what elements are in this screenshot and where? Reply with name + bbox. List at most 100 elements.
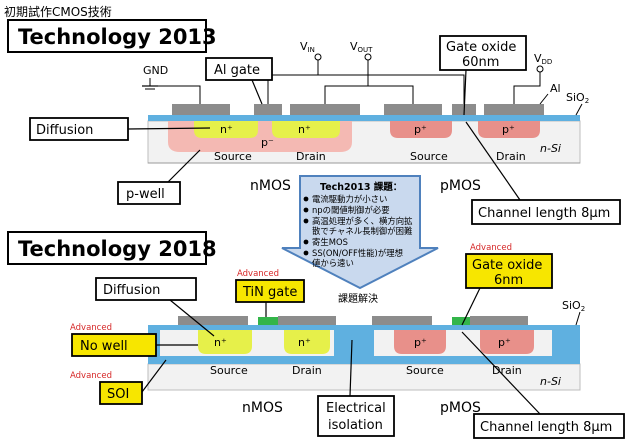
tech2013-p-plus-source [390,121,452,138]
tech2018-well-advanced: Advanced [70,323,112,333]
tech2013-vdd-label: VDD [534,52,552,66]
issue-bullet-4 [303,239,309,245]
tech2013-gate-oxide-text-1: Gate oxide [446,40,516,55]
tech2018-gate-oxide-text-2: 6nm [494,273,523,288]
tech2013-al-gate-leader [251,79,263,105]
tech2013-drain-p-label: Drain [496,150,526,163]
tech2013-al-gate-text: Al gate [214,63,260,78]
tech2013-title-box [7,19,207,53]
tech2018-diffusion-leader [169,299,215,337]
tech2018-diffusion-callout [95,277,197,301]
tech2013-metal-vdd [484,104,544,115]
issues-list: 電流駆動力が小さい npの閾値制御が必要 高温処理が多く、横方向拡 散でチャネル… [303,194,413,268]
issue-text-2: npの閾値制御が必要 [312,205,390,215]
tech2013-gate-oxide-callout [439,35,527,71]
tech2013-out-wire [324,85,414,104]
issue-bullet-3 [303,218,309,224]
tech2018-channel-length-callout [473,413,625,439]
tech2018-sio2-leader [575,311,581,326]
tech2018-tin-gate-callout [235,279,305,303]
tech2018-p-plus-label-2: p⁺ [498,336,511,349]
tech2018-n-plus-source [198,330,252,354]
issues-resolution: 課題解決 [338,292,378,305]
tech2018-soi-callout [99,381,143,405]
tech2018-tin-gate-p [452,317,470,325]
issue-text-3b: 散でチャネル長制御が困難 [312,226,413,236]
tech2013-source-n-label: Source [214,150,252,163]
tech2013-source-p-label: Source [410,150,448,163]
tech2013-gate-oxide-leader [463,69,467,116]
tech2013-vdd-wire [513,72,541,104]
tech2018-soi-text: SOI [107,387,129,402]
tech2013-drain-n-label: Drain [296,150,326,163]
tech2018-diffusion-text: Diffusion [103,283,160,298]
tech2018-metal-1 [178,316,248,325]
tech2013-channel-length-callout [471,199,621,225]
tech2018-metal-2 [278,316,336,325]
tech2013-channel-length-text: Channel length 8μm [478,206,610,221]
tech2013-p-well-text: p-well [126,187,165,202]
tech2018-n-plus-label: n⁺ [214,336,227,349]
tech2018-p-plus-drain [480,330,534,354]
issues-arrow [281,175,439,290]
tech2013-metal-out-p [384,104,442,115]
tech2013-al-leader [539,93,549,105]
tech2018-tin-gate-n [258,317,278,325]
issue-text-5b: 値から遠い [312,258,354,268]
tech2013-vin-terminal [314,53,322,61]
tech2018-soi-advanced: Advanced [70,371,112,381]
tech2018-source-p-label: Source [406,364,444,377]
issue-text-4: 寄生MOS [312,237,348,247]
tech2013-vout-label: VOUT [350,40,373,54]
tech2013-vin-label: VIN [300,40,315,54]
tech2018-oxide-advanced: Advanced [470,243,512,253]
tech2013-p-minus-label: p⁻ [261,136,274,149]
tech2018-buried-oxide [148,356,580,364]
tech2018-metal-3 [372,316,432,325]
tech2018-drain-p-label: Drain [492,364,522,377]
tech2013-title: Technology 2013 [18,25,217,49]
tech2018-nmos-label: nMOS [242,400,283,416]
tech2018-drain-n-label: Drain [292,364,322,377]
tech2013-n-plus-drain [272,121,340,138]
tech2018-metal-4 [470,316,528,325]
tech2018-sio2-label: SiO2 [562,299,585,313]
tech2013-nsi-label: n-Si [540,142,561,155]
tech2013-n-plus-label: n⁺ [220,123,233,136]
tech2018-n-plus-drain [284,330,330,354]
tech2013-p-plus-label: p⁺ [414,123,427,136]
issue-bullet-2 [303,207,309,213]
header-caption: 初期試作CMOS技術 [4,4,112,19]
issue-bullet-1 [303,196,309,202]
tech2018-title: Technology 2018 [18,237,217,261]
tech2018-isolation-center [334,330,374,356]
tech2018-substrate [147,363,581,391]
tech2013-gnd-wire [149,78,201,104]
tech2018-title-box [7,231,207,265]
tech2018-soi-leader [141,359,167,393]
tech2018-tin-gate-text: TiN gate [242,285,297,300]
tech2018-no-well-text: No well [80,339,128,354]
tech2018-channel-length-text: Channel length 8μm [480,420,612,435]
tech2013-vdd-terminal [536,65,544,73]
tech2018-source-n-label: Source [210,364,248,377]
tech2018-electrical-leader [349,339,353,397]
tech2013-diffusion-leader [127,127,211,130]
tech2013-al-label: Al [550,82,561,95]
tech2018-nsi-label: n-Si [540,375,561,388]
tech2018-top-oxide [148,325,580,330]
tech2018-channel-length-leader [461,331,541,415]
tech2018-electrical-callout [317,395,395,437]
tech2013-gate-wire [267,74,465,104]
issues-title: Tech2013 課題： [320,181,402,193]
tech2013-metal-out-n [290,104,360,115]
tech2013-sio2-label: SiO2 [566,91,589,105]
tech2013-p-well-leader [167,149,201,183]
tech2013-p-well-callout [117,181,181,205]
issue-text-1: 電流駆動力が小さい [312,194,387,204]
tech2013-nmos-label: nMOS [250,178,291,194]
tech2013-sio2-leader [575,103,583,116]
issue-text-3: 高温処理が多く、横方向拡 [312,216,413,226]
tech2013-al-gate-callout [205,57,273,81]
